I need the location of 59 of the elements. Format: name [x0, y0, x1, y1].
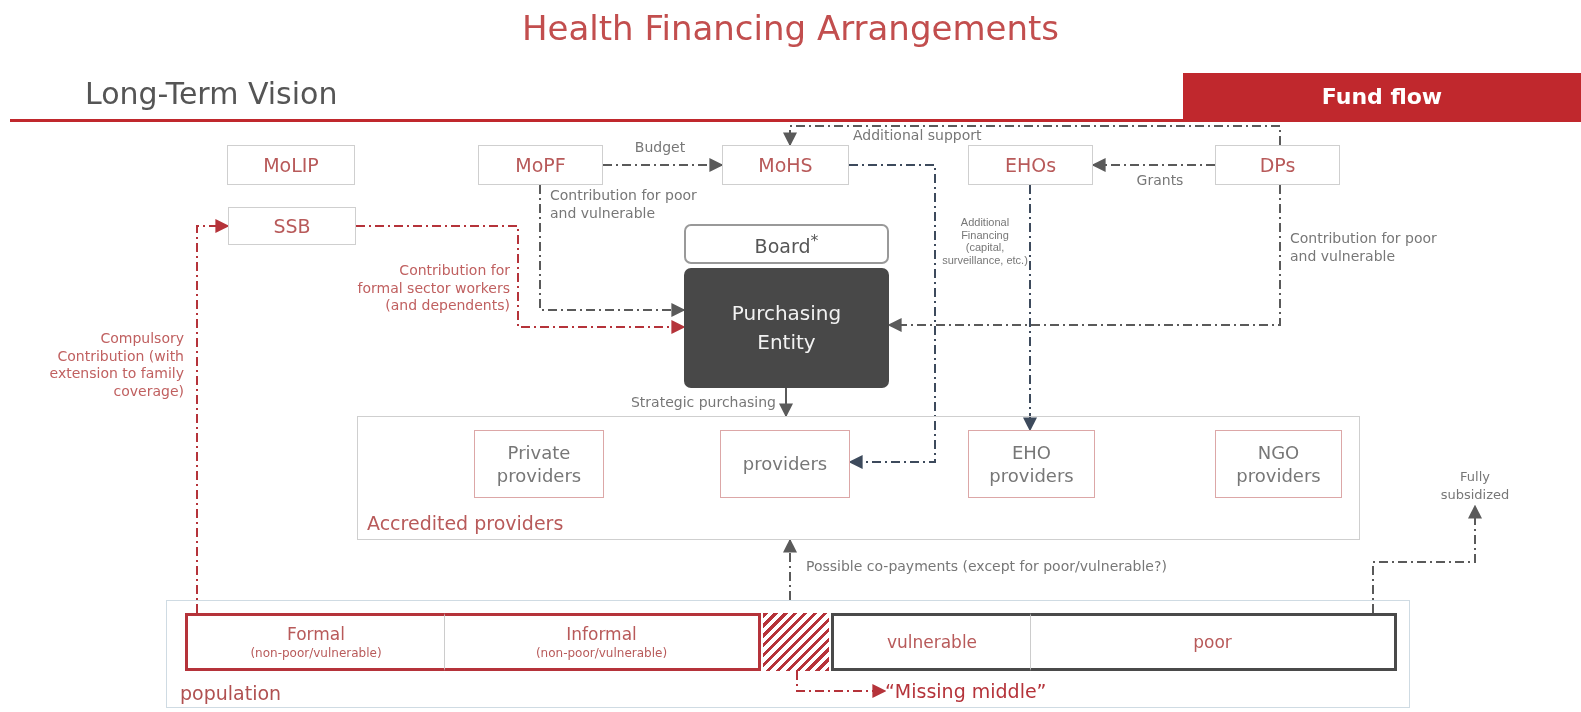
arrow [355, 225, 686, 334]
node-label: Purchasing Entity [730, 300, 843, 356]
node-sublabel: (non-poor/vulnerable) [250, 646, 382, 660]
provider-box [1215, 430, 1342, 498]
callout-text: Fully subsidized [1432, 466, 1518, 506]
node-label: Board$^{*}$ [754, 230, 819, 258]
arrow [887, 184, 1281, 332]
edge-label: Contribution for formal sector workers (and dependents) [356, 262, 510, 315]
node-label: NGO providers [1235, 440, 1322, 488]
node-label: EHOs [1004, 154, 1057, 176]
organization-box [968, 145, 1093, 185]
arrow [779, 387, 793, 418]
node-sublabel: (non-poor/vulnerable) [535, 646, 668, 660]
node-label: Formal [287, 624, 345, 644]
arrow [539, 184, 686, 317]
callout-text: “Missing middle” [885, 678, 1085, 704]
provider-box [720, 430, 850, 498]
organization-box [478, 145, 603, 185]
population-segment [1031, 613, 1397, 671]
arrow [1091, 158, 1216, 172]
node-label: vulnerable [886, 632, 978, 652]
provider-group-panel [357, 416, 1360, 540]
node-label: EHO providers [988, 440, 1075, 488]
node-label: Private providers [495, 440, 583, 488]
population-segment [445, 613, 761, 671]
board-box [684, 224, 889, 264]
population-segment [831, 613, 1031, 671]
entity-box [684, 268, 889, 388]
arrow [1372, 504, 1482, 614]
arrow [196, 219, 230, 614]
arrow [783, 125, 1281, 147]
arrow [602, 158, 724, 172]
header-bar: Fund flow [1183, 73, 1581, 119]
diagram-title: Health Financing Arrangements [520, 8, 1061, 48]
arrow [1023, 184, 1037, 432]
node-label: providers [742, 452, 828, 476]
organization-box [227, 145, 355, 185]
arrow [783, 538, 797, 601]
node-label: MoHS [758, 154, 813, 176]
provider-box [474, 430, 604, 498]
node-label: MoPF [515, 154, 566, 176]
arrow [848, 164, 936, 469]
node-label: SSB [273, 215, 311, 237]
node-label: Accredited providers [367, 512, 564, 534]
edge-label: Additional Financing (capital, surveillance, etc.) [941, 216, 1029, 267]
node-label: MoLIP [263, 154, 319, 176]
provider-box [968, 430, 1095, 498]
population-panel [166, 600, 1410, 708]
arrow [796, 670, 887, 698]
node-label: DPs [1259, 154, 1296, 176]
organization-box [722, 145, 849, 185]
population-segment [185, 613, 445, 671]
organization-box [228, 207, 356, 245]
node-label: population [180, 682, 282, 704]
section-heading: Long-Term Vision [85, 76, 338, 111]
hatched-segment [763, 613, 829, 671]
organization-box [1215, 145, 1340, 185]
node-label: Informal [566, 624, 637, 644]
node-label: poor [1193, 632, 1232, 652]
